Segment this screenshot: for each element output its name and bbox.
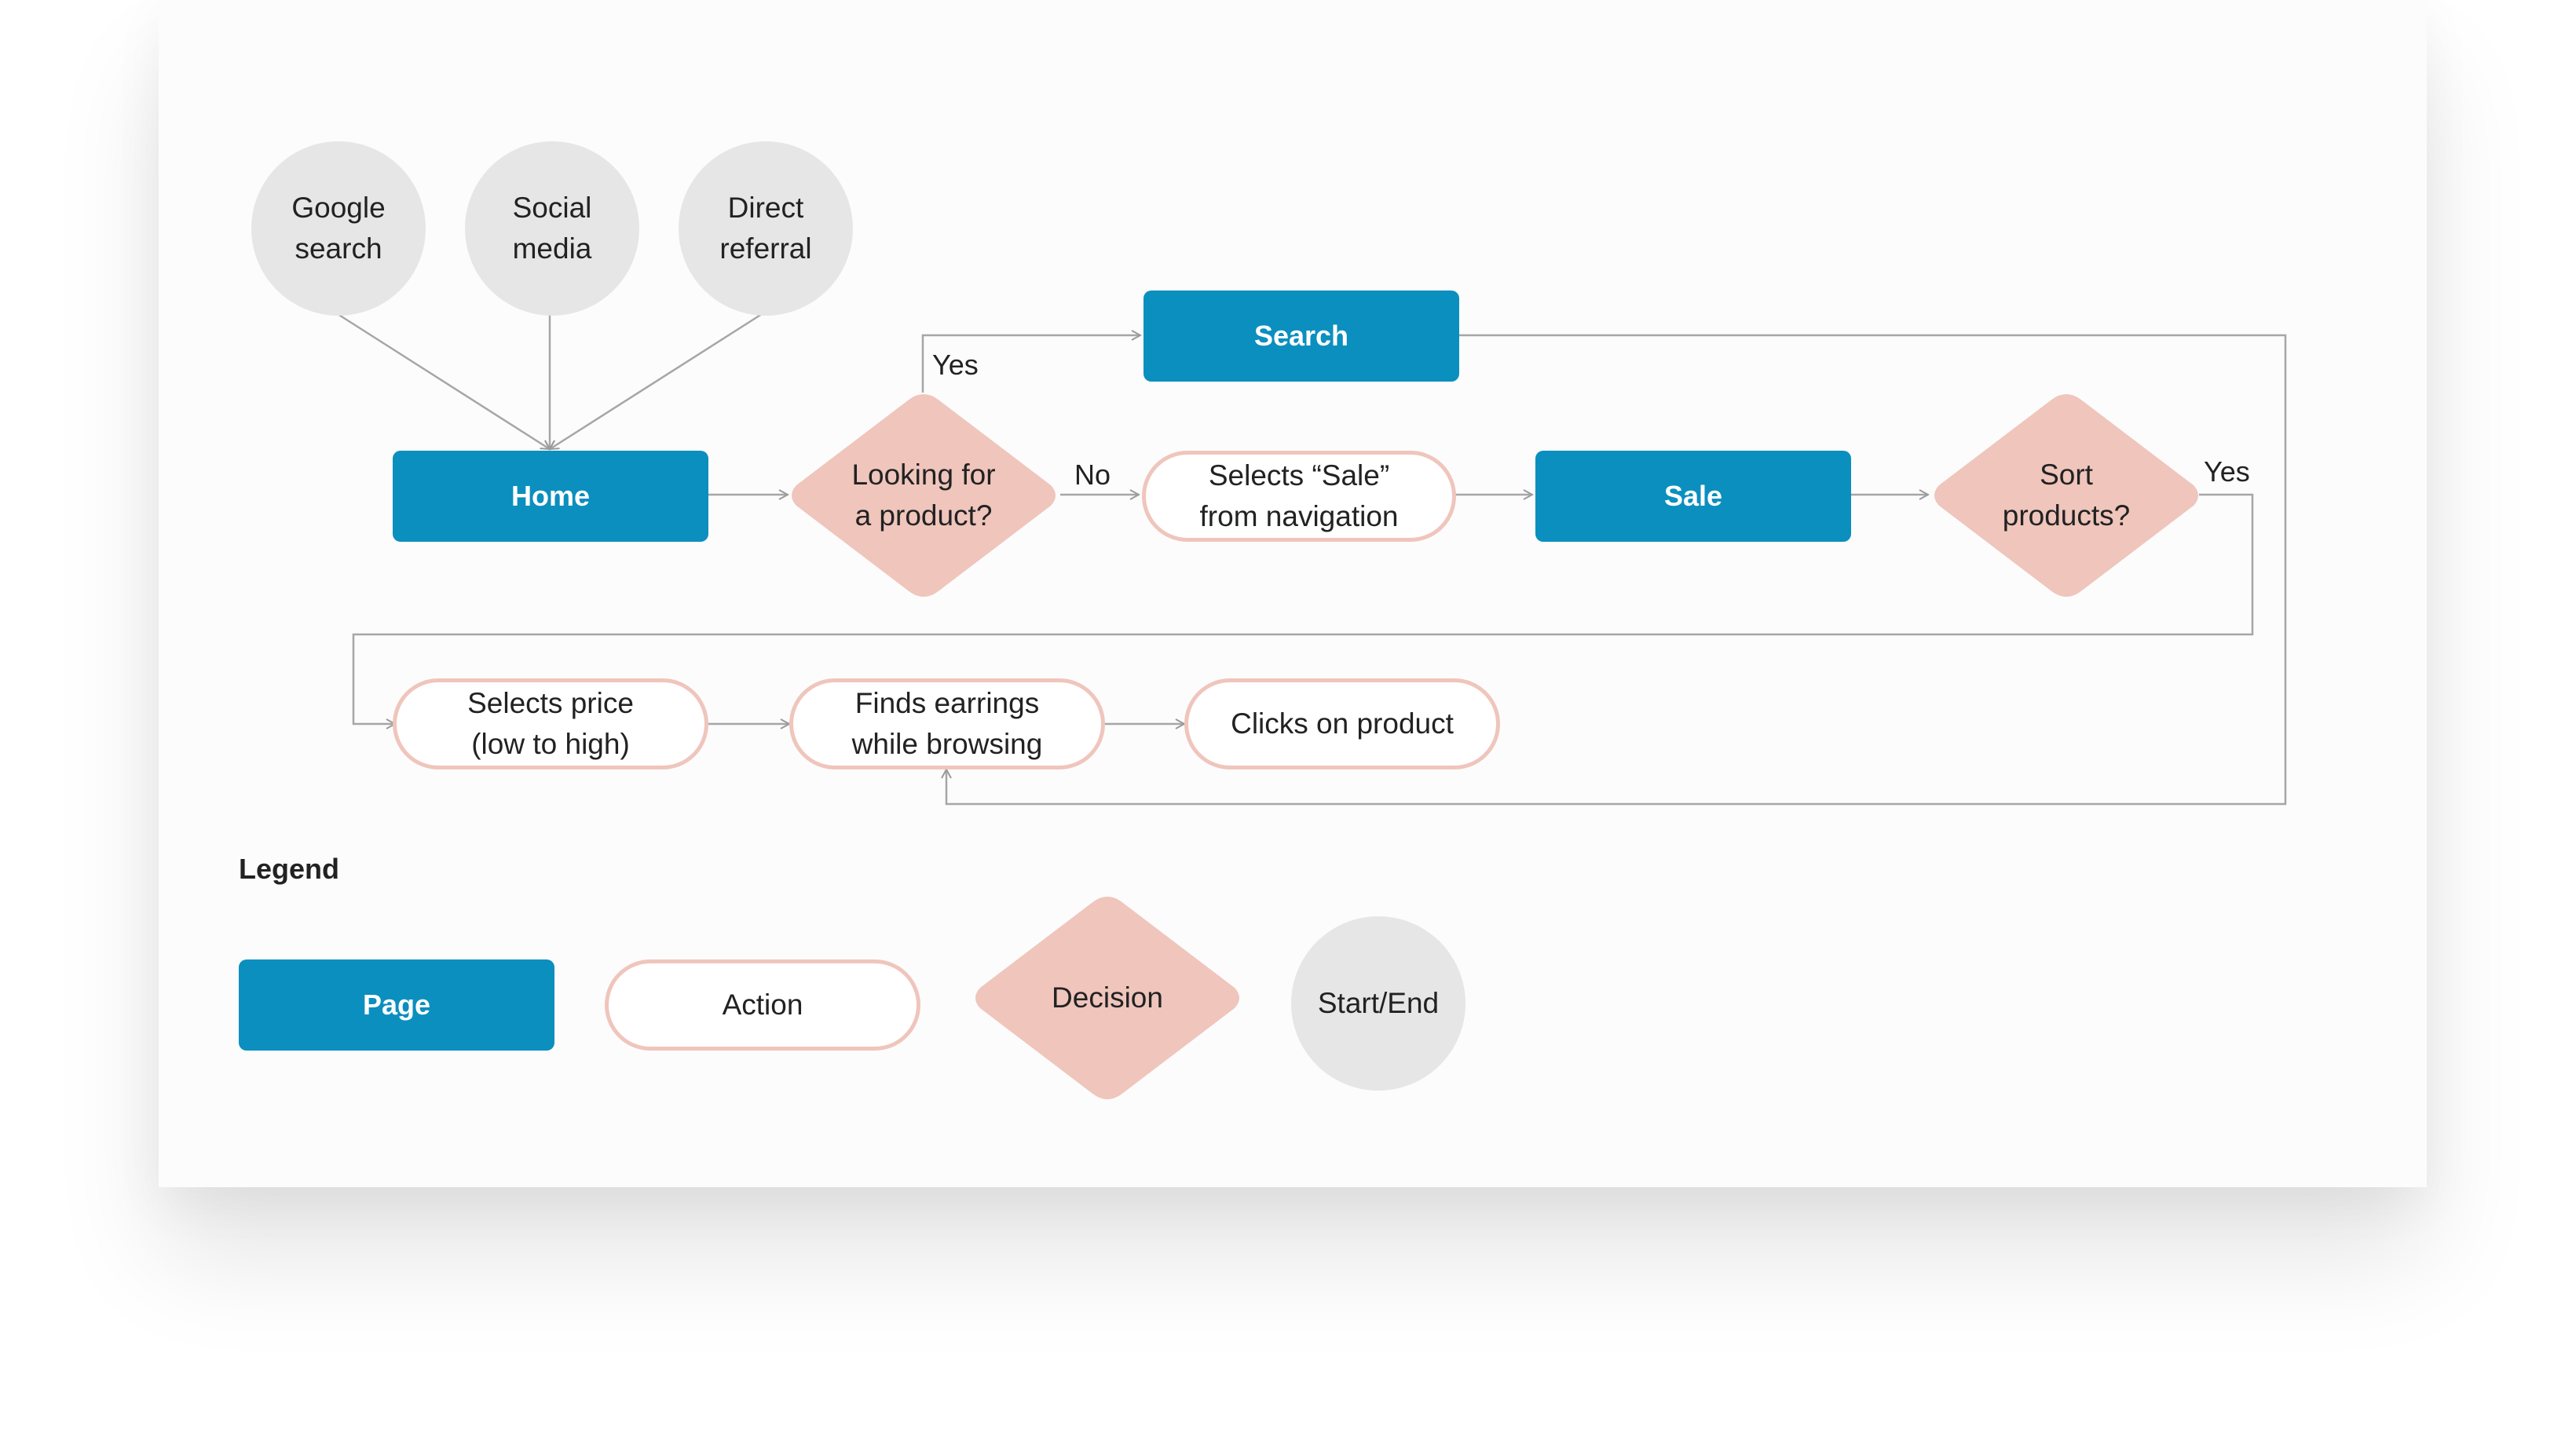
- page-search: Search: [1143, 291, 1459, 382]
- decision-looking-for-product: Looking for a product?: [785, 393, 1062, 598]
- action-selects-price: Selects price (low to high): [393, 678, 708, 769]
- label-looking-no: No: [1074, 459, 1111, 491]
- start-social-media: Social media: [465, 141, 639, 316]
- diamond-shape: [1934, 394, 2198, 597]
- page-sale: Sale: [1535, 451, 1851, 542]
- decision-label: Looking for a product?: [851, 459, 996, 532]
- legend-title: Legend: [239, 853, 340, 885]
- page-home: Home: [393, 451, 708, 542]
- action-finds-earrings: Finds earrings while browsing: [789, 678, 1105, 769]
- legend-action: Action: [605, 959, 920, 1051]
- legend-page: Page: [239, 959, 554, 1051]
- decision-label: Sort products?: [2002, 459, 2131, 532]
- decision-label: Decision: [1052, 981, 1163, 1014]
- legend-decision: Decision: [969, 895, 1246, 1101]
- diamond-shape: [975, 897, 1239, 1099]
- decision-sort-products: Sort products?: [1928, 393, 2205, 598]
- diamond-shape: [792, 394, 1056, 597]
- start-google-search: Google search: [251, 141, 426, 316]
- start-direct-referral: Direct referral: [679, 141, 853, 316]
- action-clicks-product: Clicks on product: [1184, 678, 1500, 769]
- legend-start-end: Start/End: [1291, 916, 1465, 1091]
- action-selects-sale: Selects “Sale” from navigation: [1142, 451, 1456, 542]
- label-sort-yes: Yes: [2204, 455, 2250, 488]
- label-looking-yes: Yes: [932, 349, 979, 381]
